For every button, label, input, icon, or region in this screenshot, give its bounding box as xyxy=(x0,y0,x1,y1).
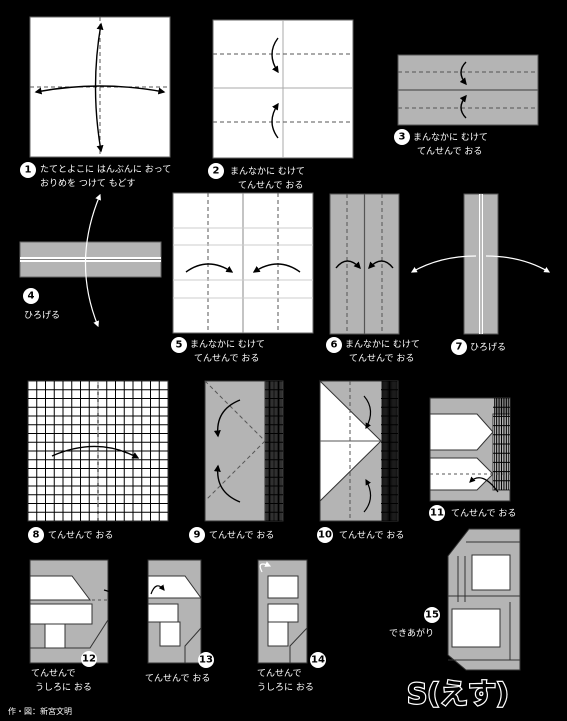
step-14-label-line-2: うしろに おる xyxy=(257,682,314,693)
step-6-label-line-1: まんなかに むけて xyxy=(345,339,420,350)
step-12-diagram xyxy=(29,559,119,664)
svg-text:2: 2 xyxy=(213,166,220,177)
step-11-label: てんせんで おる xyxy=(451,508,516,519)
step-10-number: 10 xyxy=(317,527,333,543)
svg-text:4: 4 xyxy=(28,291,35,302)
step-2-diagram xyxy=(212,19,354,159)
step-4-diagram xyxy=(19,193,162,328)
step-15-label: できあがり xyxy=(389,627,434,639)
svg-text:3: 3 xyxy=(399,132,406,143)
svg-text:1: 1 xyxy=(25,165,32,176)
title: S(えす) xyxy=(407,677,509,710)
step-12-number: 12 xyxy=(81,651,97,667)
step-15-diagram xyxy=(447,528,521,671)
svg-text:8: 8 xyxy=(33,530,40,541)
step-8-diagram xyxy=(27,380,169,522)
step-6-diagram xyxy=(329,193,400,335)
step-3-label-line-1: まんなかに むけて xyxy=(413,132,488,143)
step-1-label-line-1: たてとよこに はんぶんに おって xyxy=(40,164,171,175)
step-6-label-line-2: てんせんで おる xyxy=(349,353,414,364)
step-5-label-line-2: てんせんで おる xyxy=(194,353,259,364)
credit: 作・図：新宮文明 xyxy=(8,706,72,716)
step-9-label: てんせんで おる xyxy=(209,530,274,541)
step-2-number: 2 xyxy=(208,163,224,179)
step-14-number: 14 xyxy=(310,652,326,668)
svg-text:6: 6 xyxy=(331,340,338,351)
step-1-number: 1 xyxy=(20,162,36,178)
step-9-number: 9 xyxy=(189,527,205,543)
svg-text:15: 15 xyxy=(425,610,439,621)
step-6-number: 6 xyxy=(326,337,342,353)
step-7-number: 7 xyxy=(451,339,467,355)
svg-text:5: 5 xyxy=(176,340,183,351)
step-4-number: 4 xyxy=(23,288,39,304)
step-14-diagram xyxy=(257,559,308,664)
step-1-label-line-2: おりめを つけて もどす xyxy=(40,178,136,189)
step-1-diagram xyxy=(29,16,171,158)
step-5-label-line-1: まんなかに むけて xyxy=(190,339,265,350)
step-12-label-line-1: てんせんで xyxy=(31,668,76,679)
step-3-diagram xyxy=(397,54,539,126)
step-11-diagram xyxy=(429,397,511,502)
step-14-label-line-1: てんせんで xyxy=(257,668,302,679)
step-10-diagram xyxy=(319,379,399,522)
step-15-number: 15 xyxy=(424,607,440,623)
step-3-label-line-2: てんせんで おる xyxy=(417,146,482,157)
step-12-label-line-2: うしろに おる xyxy=(35,682,92,693)
step-7-diagram xyxy=(410,193,551,335)
step-2-label-line-1: まんなかに むけて xyxy=(230,166,305,177)
step-8-number: 8 xyxy=(28,527,44,543)
svg-text:14: 14 xyxy=(311,655,325,666)
step-5-number: 5 xyxy=(171,337,187,353)
step-13-label: てんせんで おる xyxy=(145,673,210,684)
step-2-label-line-2: てんせんで おる xyxy=(238,180,303,191)
step-13-diagram xyxy=(147,559,202,664)
step-7-label: ひろげる xyxy=(470,342,506,353)
svg-text:9: 9 xyxy=(194,530,201,541)
step-8-label: てんせんで おる xyxy=(48,530,113,541)
step-13-number: 13 xyxy=(198,652,214,668)
svg-text:12: 12 xyxy=(82,654,96,665)
svg-text:11: 11 xyxy=(430,508,444,519)
step-3-number: 3 xyxy=(394,129,410,145)
svg-text:7: 7 xyxy=(456,342,463,353)
step-5-diagram xyxy=(172,192,314,334)
step-9-diagram xyxy=(204,380,284,522)
svg-text:10: 10 xyxy=(318,530,332,541)
svg-text:13: 13 xyxy=(199,655,213,666)
step-10-label: てんせんで おる xyxy=(339,530,404,541)
step-4-label: ひろげる xyxy=(24,310,60,321)
step-11-number: 11 xyxy=(429,505,445,521)
